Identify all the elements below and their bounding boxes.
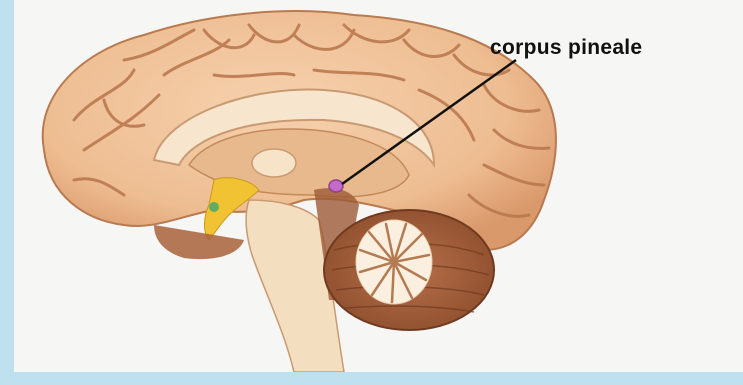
interthalamic-adhesion [252,149,296,177]
pineal-gland [329,180,343,192]
optic-chiasm [209,202,219,212]
corpus-pineale-label: corpus pineale [490,36,642,60]
bottom-border-band [0,372,743,385]
temporal-underside [154,225,244,259]
left-border-band [0,0,14,385]
